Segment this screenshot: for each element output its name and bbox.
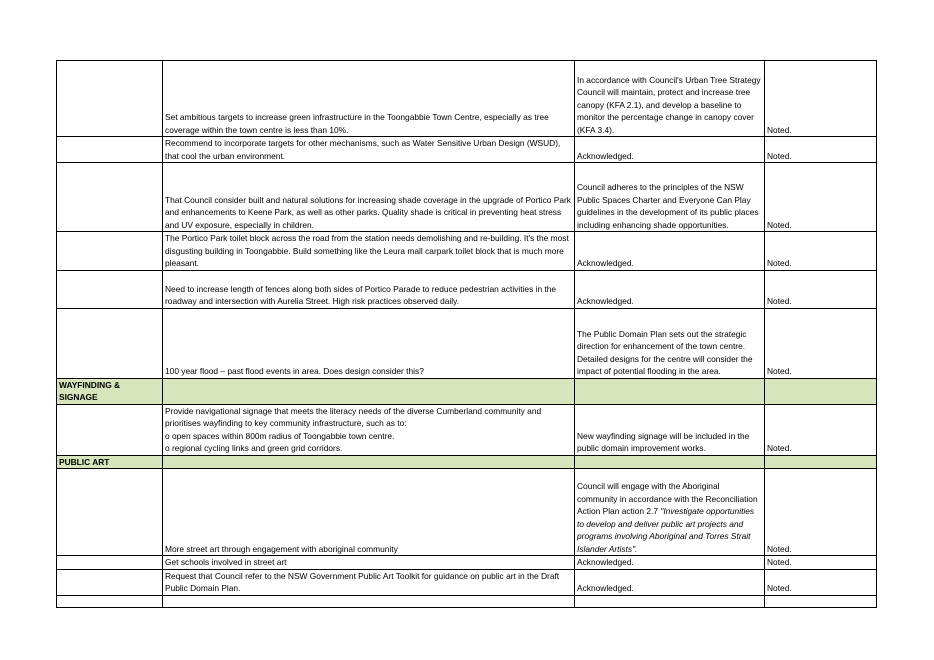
response-cell: The Public Domain Plan sets out the stra… xyxy=(574,307,765,379)
status-cell: Noted. xyxy=(764,136,877,163)
response-cell: Acknowledged. xyxy=(574,231,765,271)
category-cell xyxy=(56,60,163,137)
response-cell: Council will engage with the Aboriginal … xyxy=(574,468,765,556)
status-cell: Noted. xyxy=(764,307,877,379)
response-cell: New wayfinding signage will be included … xyxy=(574,403,765,456)
table-row: More street art through engagement with … xyxy=(56,468,877,556)
response-quote: "Investigate opportunities to develop an… xyxy=(577,506,755,554)
comment-cell: 100 year flood – past flood events in ar… xyxy=(162,307,575,379)
section-title: WAYFINDING & SIGNAGE xyxy=(56,377,163,405)
category-cell xyxy=(56,468,163,556)
section-header-wayfinding: WAYFINDING & SIGNAGE xyxy=(56,377,877,405)
response-cell: Acknowledged. xyxy=(574,568,765,596)
table-row: Get schools involved in street art Ackno… xyxy=(56,555,877,570)
table-row: Provide navigational signage that meets … xyxy=(56,403,877,456)
response-cell: Council adheres to the principles of the… xyxy=(574,162,765,232)
comment-cell: Request that Council refer to the NSW Go… xyxy=(162,568,575,596)
status-cell: Noted. xyxy=(764,60,877,137)
table-row: Need to increase length of fences along … xyxy=(56,269,877,309)
category-cell xyxy=(56,307,163,379)
table-row: Recommend to incorporate targets for oth… xyxy=(56,136,877,163)
category-cell xyxy=(56,568,163,596)
table-row: The Portico Park toilet block across the… xyxy=(56,231,877,271)
table-row: Request that Council refer to the NSW Go… xyxy=(56,568,877,596)
comment-cell: More street art through engagement with … xyxy=(162,468,575,556)
status-cell: Noted. xyxy=(764,403,877,456)
category-cell xyxy=(56,269,163,309)
category-cell xyxy=(56,162,163,232)
section-header-public-art: PUBLIC ART xyxy=(56,454,877,469)
consultation-table: Set ambitious targets to increase green … xyxy=(56,60,877,608)
status-cell: Noted. xyxy=(764,468,877,556)
response-text: Council will engage with the Aboriginal … xyxy=(577,481,758,516)
status-cell: Noted. xyxy=(764,231,877,271)
response-cell: Acknowledged. xyxy=(574,136,765,163)
table-row: Set ambitious targets to increase green … xyxy=(56,60,877,137)
table-row: That Council consider built and natural … xyxy=(56,162,877,232)
category-cell xyxy=(56,555,163,570)
status-cell: Noted. xyxy=(764,269,877,309)
category-cell xyxy=(56,403,163,456)
section-title: PUBLIC ART xyxy=(56,454,163,469)
comment-cell: That Council consider built and natural … xyxy=(162,162,575,232)
comment-cell: Recommend to incorporate targets for oth… xyxy=(162,136,575,163)
comment-cell: Set ambitious targets to increase green … xyxy=(162,60,575,137)
category-cell xyxy=(56,231,163,271)
category-cell xyxy=(56,136,163,163)
comment-cell: Need to increase length of fences along … xyxy=(162,269,575,309)
status-cell: Noted. xyxy=(764,555,877,570)
status-cell: Noted. xyxy=(764,162,877,232)
comment-cell: The Portico Park toilet block across the… xyxy=(162,231,575,271)
status-cell: Noted. xyxy=(764,568,877,596)
comment-cell: Get schools involved in street art xyxy=(162,555,575,570)
table-row: 100 year flood – past flood events in ar… xyxy=(56,307,877,379)
table-row-empty xyxy=(56,594,877,608)
response-cell: Acknowledged. xyxy=(574,555,765,570)
response-cell: Acknowledged. xyxy=(574,269,765,309)
response-cell: In accordance with Council's Urban Tree … xyxy=(574,60,765,137)
comment-cell: Provide navigational signage that meets … xyxy=(162,403,575,456)
